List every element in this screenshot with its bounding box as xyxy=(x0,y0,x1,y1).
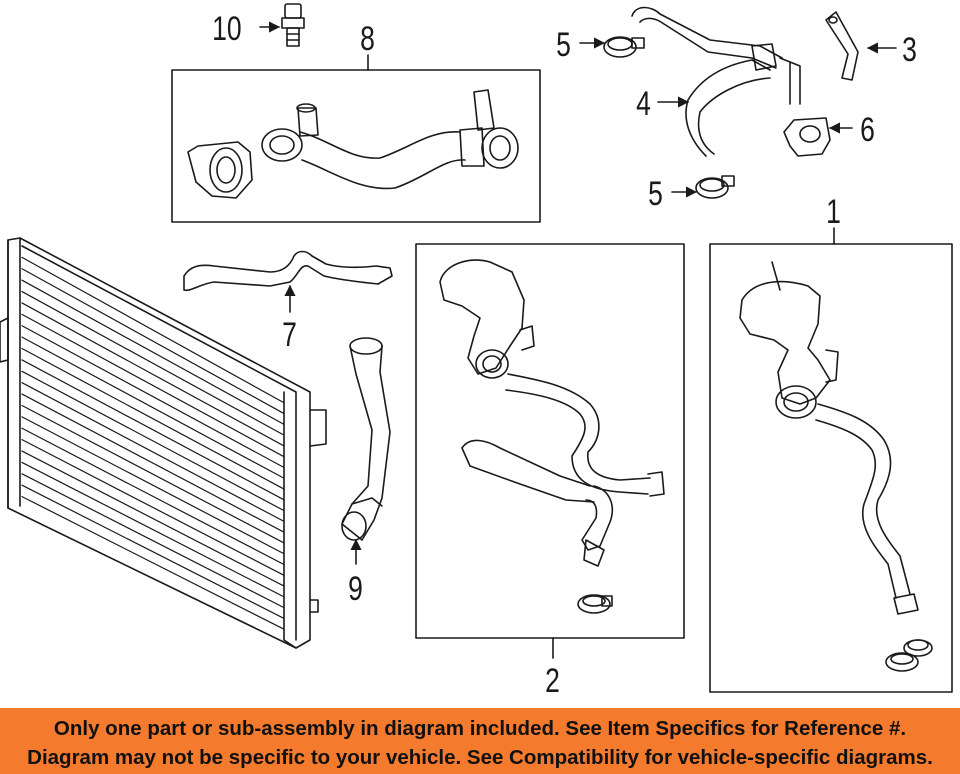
radiator-fin xyxy=(21,370,285,512)
callout-7: 7 xyxy=(282,316,297,354)
radiator xyxy=(0,237,327,649)
part-2-box xyxy=(415,243,685,639)
part-5-clamp-upper xyxy=(603,36,645,58)
callout-5b: 5 xyxy=(648,175,663,213)
callout-1: 1 xyxy=(826,193,841,231)
radiator-fin xyxy=(21,268,285,415)
radiator-fin xyxy=(21,450,285,587)
part-10-bleeder-screw xyxy=(281,3,305,47)
callout-9: 9 xyxy=(348,570,363,608)
radiator-fin xyxy=(21,256,285,404)
part-3-bracket xyxy=(825,11,859,81)
radiator-fin xyxy=(21,484,285,620)
part-7-hose xyxy=(183,250,393,292)
radiator-fin xyxy=(21,393,285,533)
radiator-fin xyxy=(21,279,285,425)
disclaimer-line-2: Diagram may not be specific to your vehi… xyxy=(27,746,933,769)
radiator-fin xyxy=(21,359,285,501)
callout-10: 10 xyxy=(212,10,242,48)
radiator-fin xyxy=(21,439,285,576)
part-8-box xyxy=(171,69,541,223)
part-1-hose-assembly xyxy=(739,261,933,672)
radiator-fin xyxy=(21,461,285,598)
radiator-fin xyxy=(21,302,285,447)
radiator-fin xyxy=(21,404,285,544)
callout-3: 3 xyxy=(902,31,917,69)
callout-4: 4 xyxy=(636,85,651,123)
part-1-box xyxy=(709,243,953,693)
part-9-hose xyxy=(341,337,391,541)
radiator-fin xyxy=(21,382,285,522)
radiator-fin xyxy=(21,427,285,566)
callout-8: 8 xyxy=(360,20,375,58)
radiator-fin xyxy=(21,496,285,630)
callout-5a: 5 xyxy=(556,26,571,64)
radiator-fin xyxy=(21,347,285,490)
callout-2: 2 xyxy=(545,662,560,700)
part-8-hose xyxy=(187,89,519,199)
part-6-clip xyxy=(783,117,831,157)
radiator-fin xyxy=(21,336,285,479)
radiator-fin xyxy=(21,416,285,555)
radiator-fin xyxy=(21,313,285,458)
part-4-hose xyxy=(631,6,801,157)
part-5-clamp-lower xyxy=(695,175,735,199)
radiator-fins xyxy=(21,256,285,630)
callout-6: 6 xyxy=(860,111,875,149)
disclaimer-banner: Only one part or sub-assembly in diagram… xyxy=(0,708,960,774)
disclaimer-line-1: Only one part or sub-assembly in diagram… xyxy=(53,717,907,740)
radiator-fin xyxy=(21,290,285,436)
radiator-fin xyxy=(21,473,285,609)
radiator-fin xyxy=(21,325,285,469)
part-2-hose-assembly xyxy=(439,259,665,614)
